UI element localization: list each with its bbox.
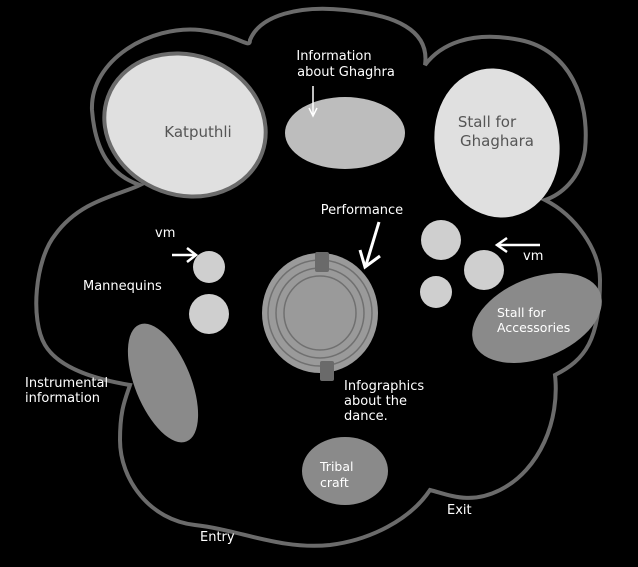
tribal-craft-zone bbox=[302, 437, 388, 505]
entry-label: Entry bbox=[200, 530, 235, 545]
ghaghra-info-arrow-head bbox=[308, 107, 318, 118]
tribal-craft-line1: Tribal bbox=[319, 459, 353, 474]
tribal-craft-line2: craft bbox=[320, 475, 349, 490]
infographics-line2: about the bbox=[344, 394, 407, 409]
instrumental-line1: Instrumental bbox=[25, 376, 108, 391]
ghaghra-info-line2: about Ghaghra bbox=[297, 65, 395, 80]
mannequins-label: Mannequins bbox=[83, 279, 162, 294]
boundary-wall bbox=[34, 6, 603, 548]
katputhli-zone bbox=[102, 51, 268, 199]
vm-circle-right-1 bbox=[421, 220, 461, 260]
infographics-line3: dance. bbox=[344, 409, 388, 424]
instrumental-line2: information bbox=[25, 391, 100, 406]
stage-bottom-block bbox=[320, 361, 334, 381]
stall-accessories-zone bbox=[472, 273, 602, 363]
mannequin-circle-1 bbox=[193, 251, 225, 283]
vm-right-label: vm bbox=[523, 249, 543, 264]
stall-ghaghara-line2: Ghaghara bbox=[460, 132, 534, 150]
performance-stage bbox=[262, 253, 378, 373]
vm-left-label: vm bbox=[155, 226, 175, 241]
stall-ghaghara-line1: Stall for bbox=[458, 113, 517, 131]
instrumental-info-zone bbox=[127, 323, 199, 443]
vm-right-arrow-head bbox=[494, 236, 508, 254]
vm-circle-right-3 bbox=[420, 276, 452, 308]
vm-circle-right-2 bbox=[464, 250, 504, 290]
ghaghra-info-line1: Information bbox=[296, 49, 371, 64]
performance-label: Performance bbox=[321, 203, 403, 218]
performance-arrow bbox=[364, 221, 381, 266]
stall-accessories-line1: Stall for bbox=[497, 305, 546, 320]
stall-ghaghara-zone bbox=[434, 68, 560, 218]
exit-label: Exit bbox=[447, 503, 472, 518]
ghaghra-info-zone bbox=[285, 97, 405, 169]
stage-ring-3 bbox=[283, 275, 357, 351]
stall-accessories-line2: Accessories bbox=[497, 320, 570, 335]
katputhli-label: Katputhli bbox=[164, 123, 231, 141]
stage-top-block bbox=[315, 252, 329, 272]
performance-arrow-head bbox=[358, 249, 381, 270]
mannequin-circle-2 bbox=[189, 294, 229, 334]
vm-left-arrow-head bbox=[186, 247, 199, 263]
infographics-line1: Infographics bbox=[344, 379, 424, 394]
